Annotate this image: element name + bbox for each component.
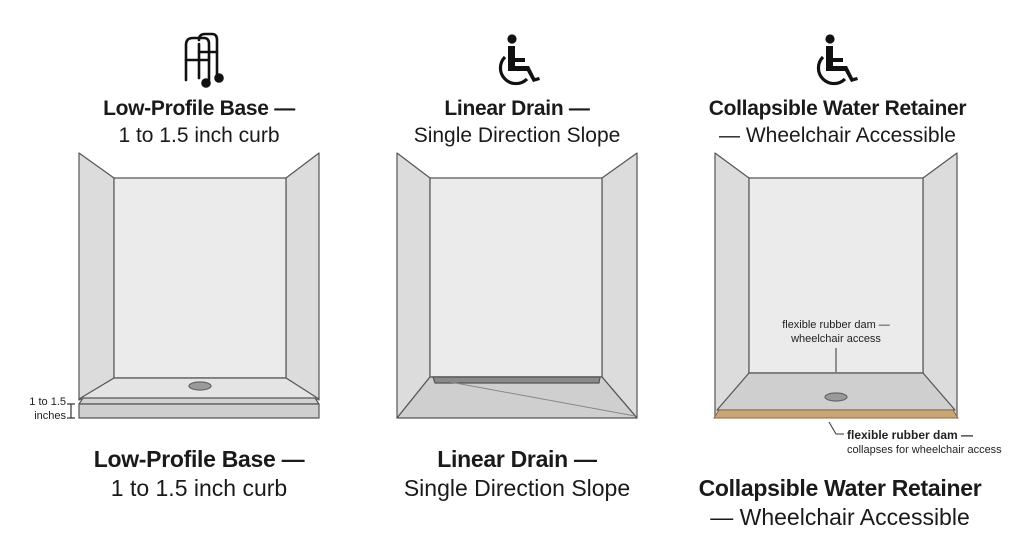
panel-3-bottom-title: Collapsible Water Retainer — Wheelchair …	[680, 474, 1000, 532]
panel-3-top-title-bold: Collapsible Water Retainer	[708, 97, 967, 120]
panel-1-bottom-title-bold: Low-Profile Base —	[93, 446, 305, 472]
rubber-dam-inner-label: flexible rubber dam — wheelchair access	[756, 318, 916, 346]
panel-1-top-title-bold: Low-Profile Base —	[103, 97, 295, 120]
curb-height-label: 1 to 1.5 inches	[6, 395, 66, 423]
panel-2-bottom-title-bold: Linear Drain —	[437, 446, 597, 472]
rubber-dam-strip	[713, 409, 959, 419]
callout-leader-line	[828, 421, 844, 435]
rubber-dam-callout-normal: collapses for wheelchair access	[847, 444, 1002, 456]
linear-drain-shower-illustration	[396, 152, 638, 419]
panel-3-bottom-title-normal: — Wheelchair Accessible	[710, 504, 970, 530]
panel-3-top-title: Collapsible Water Retainer — Wheelchair …	[690, 95, 985, 149]
curb-height-label-line2: inches	[34, 410, 66, 422]
low-profile-shower-illustration	[78, 152, 320, 419]
walker-icon	[184, 32, 224, 88]
panel-2-top-title-normal: Single Direction Slope	[413, 124, 621, 147]
wheelchair-icon	[816, 34, 858, 86]
panel-2-bottom-title-normal: Single Direction Slope	[403, 475, 631, 501]
panel-2-top-title: Linear Drain — Single Direction Slope	[377, 95, 657, 149]
panel-3-top-title-normal: — Wheelchair Accessible	[719, 124, 956, 147]
panel-1-bottom-title-normal: 1 to 1.5 inch curb	[110, 475, 288, 501]
panel-1-bottom-title: Low-Profile Base — 1 to 1.5 inch curb	[59, 445, 339, 503]
curb-height-dimension-icon	[67, 403, 75, 419]
panel-3-bottom-title-bold: Collapsible Water Retainer	[698, 475, 982, 501]
curb-height-label-line1: 1 to 1.5	[29, 396, 66, 408]
rubber-dam-inner-label-line2: wheelchair access	[791, 333, 881, 345]
collapsible-retainer-shower-illustration	[714, 152, 958, 419]
panel-2-bottom-title: Linear Drain — Single Direction Slope	[372, 445, 662, 503]
panel-1-top-title-normal: 1 to 1.5 inch curb	[118, 124, 280, 147]
rubber-dam-inner-label-line1: flexible rubber dam —	[782, 319, 890, 331]
rubber-dam-callout-bold: flexible rubber dam —	[847, 428, 974, 442]
panel-2-top-title-bold: Linear Drain —	[444, 97, 590, 120]
rubber-dam-callout: flexible rubber dam — collapses for whee…	[847, 428, 1022, 457]
wheelchair-icon	[498, 34, 540, 86]
panel-1-top-title: Low-Profile Base — 1 to 1.5 inch curb	[79, 95, 319, 149]
